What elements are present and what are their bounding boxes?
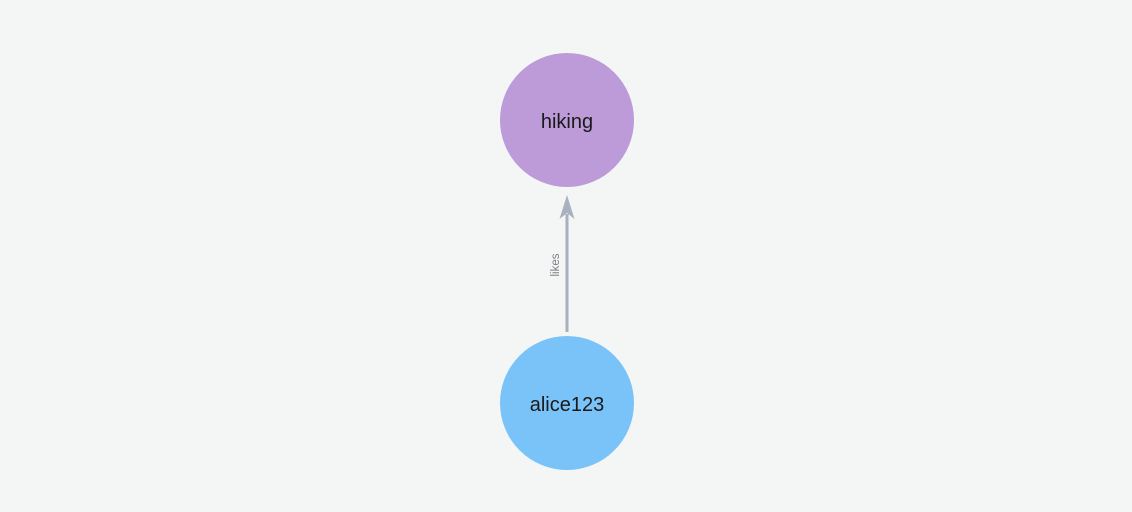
node-alice123[interactable]: alice123: [500, 336, 634, 470]
node-hiking[interactable]: hiking: [500, 53, 634, 187]
arrowhead-icon: [559, 195, 575, 219]
node-circle[interactable]: [500, 336, 634, 470]
node-circle[interactable]: [500, 53, 634, 187]
